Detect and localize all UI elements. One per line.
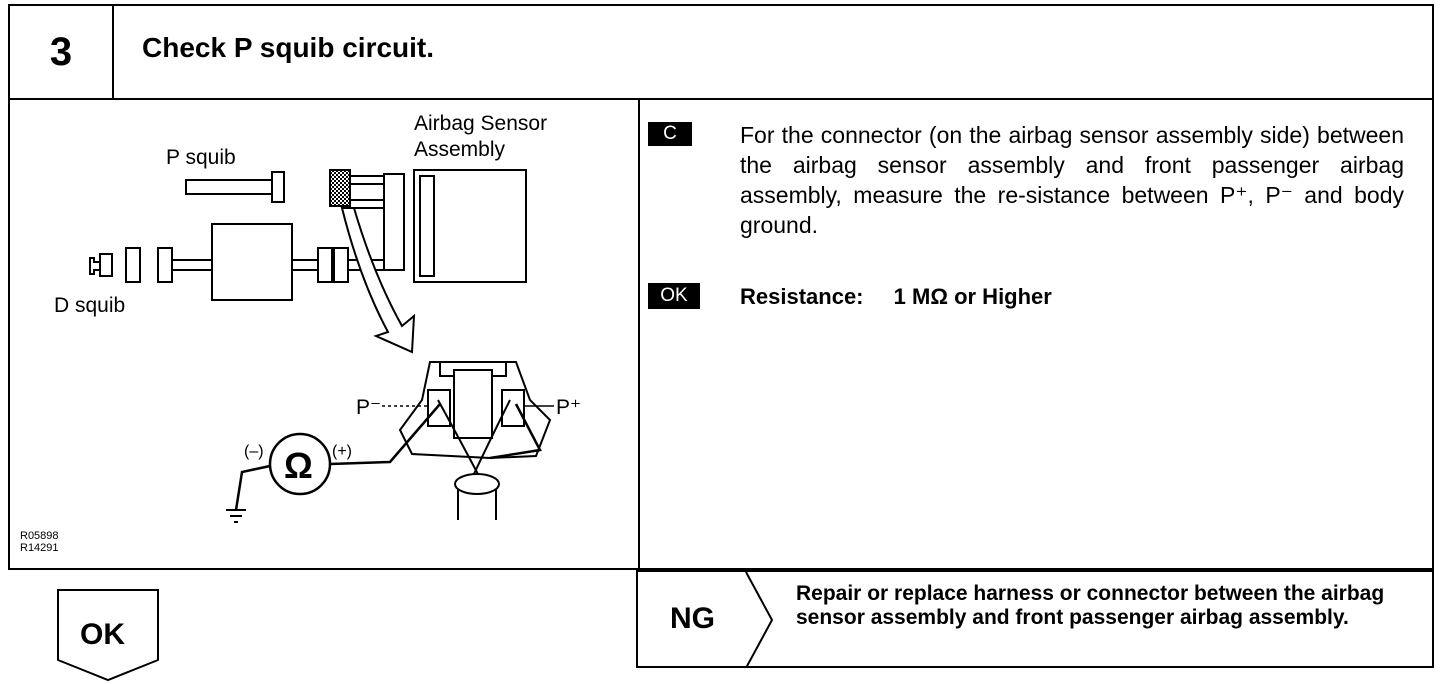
connector-detail <box>398 361 552 520</box>
figure-code-line2: R14291 <box>20 542 59 554</box>
p-plus-label: P⁺ <box>556 396 581 419</box>
minus-terminal-label: (–) <box>244 443 264 460</box>
d-squib-label: D squib <box>54 294 125 317</box>
spec-label: Resistance: <box>740 284 864 309</box>
p-squib-connector <box>185 171 285 203</box>
plus-terminal-label: (+) <box>332 443 352 460</box>
ng-action-text: Repair or replace harness or connector b… <box>796 582 1385 629</box>
airbag-sensor-assembly <box>349 169 527 283</box>
airbag-label-line2: Assembly <box>414 138 506 161</box>
ok-down-arrow-icon <box>57 589 159 682</box>
ohm-symbol: Ω <box>284 445 313 486</box>
test-leads <box>234 403 542 511</box>
curved-arrow <box>340 207 416 354</box>
ground-symbol <box>226 509 246 523</box>
step-header: 3 Check P squib circuit. <box>8 4 1434 100</box>
chevron-right-icon <box>745 572 774 668</box>
p-squib-label: P squib <box>166 146 236 169</box>
figure-code-line1: R05898 <box>20 530 59 542</box>
column-divider <box>638 100 640 568</box>
p-minus-label: P⁻ <box>356 396 381 419</box>
instruction-text: For the connector (on the airbag sensor … <box>740 122 1404 238</box>
step-number: 3 <box>10 6 114 98</box>
step-title: Check P squib circuit. <box>142 32 435 63</box>
airbag-label-line1: Airbag Sensor <box>414 112 547 135</box>
connector-diagram: P squib D squib Airbag Sensor Assembly <box>54 112 581 523</box>
ng-box: NG Repair or replace harness or connecto… <box>636 570 1434 668</box>
ok-label: OK <box>80 618 125 651</box>
figure-code: R05898 R14291 <box>20 530 59 554</box>
check-tag: C <box>648 122 692 146</box>
resistance-spec: Resistance: 1 MΩ or Higher <box>740 284 1052 310</box>
ok-tag: OK <box>648 283 700 309</box>
hatched-connector <box>329 169 351 207</box>
d-squib-connector <box>89 223 385 301</box>
spec-value: 1 MΩ or Higher <box>893 284 1052 309</box>
main-box: P squib D squib Airbag Sensor Assembly <box>8 100 1434 570</box>
ng-label: NG <box>670 602 715 635</box>
